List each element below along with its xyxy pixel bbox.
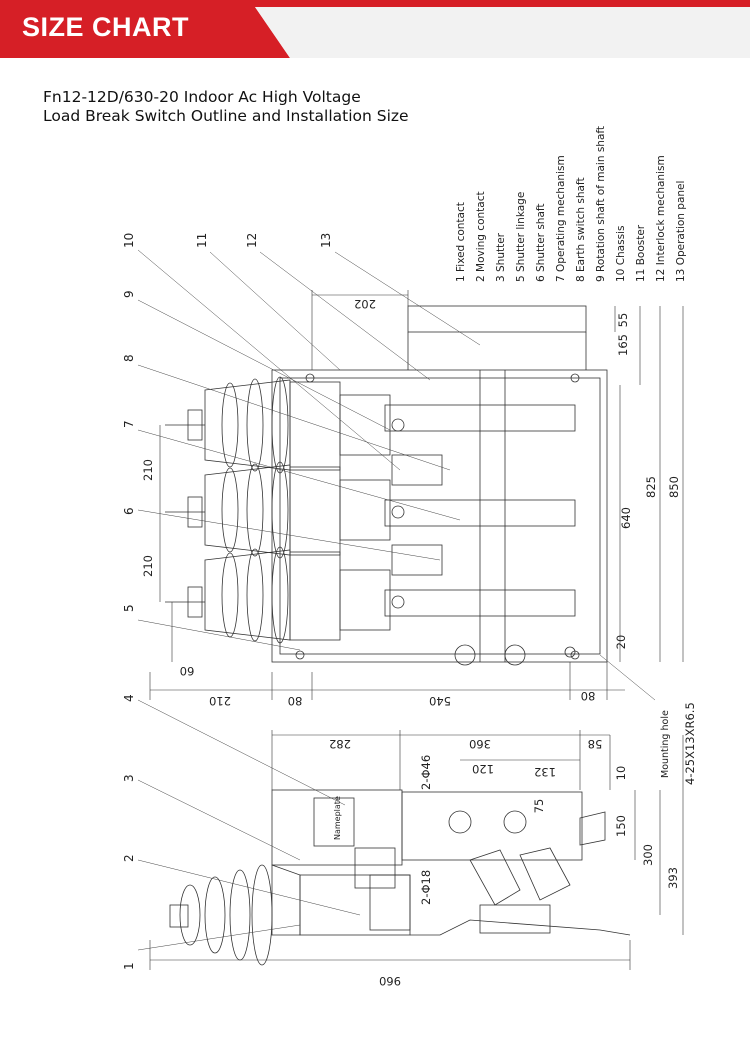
- drawing-title: Fn12-12D/630-20 Indoor Ac High Voltage L…: [43, 88, 409, 126]
- leader-lines: [137, 249, 656, 951]
- part-number-8: 8: [122, 354, 136, 362]
- legend-item-8: 8 Earth switch shaft: [575, 177, 587, 282]
- dim-80-left: 80: [288, 694, 303, 708]
- legend-item-10: 10 Chassis: [615, 226, 627, 282]
- legend-item-13: 13 Operation panel: [675, 181, 687, 282]
- dim-360: 360: [469, 737, 491, 751]
- part-number-2: 2: [122, 854, 136, 862]
- dim-960: 960: [379, 974, 401, 988]
- dim-210-lower: 210: [141, 555, 155, 577]
- part-number-5: 5: [122, 604, 136, 612]
- dim-300: 300: [641, 844, 655, 866]
- chassis-frame: [271, 369, 608, 663]
- dim-825: 825: [644, 476, 658, 498]
- legend-item-1: 1 Fixed contact: [455, 202, 467, 282]
- label-phi18: 2-Φ18: [419, 870, 433, 905]
- part-number-11: 11: [195, 233, 209, 248]
- label-phi46: 2-Φ46: [419, 755, 433, 790]
- drawing-title-line1: Fn12-12D/630-20 Indoor Ac High Voltage: [43, 88, 361, 106]
- dim-165: 165: [616, 334, 630, 356]
- legend-item-5: 5 Shutter linkage: [515, 192, 527, 282]
- size-chart-title: SIZE CHART: [22, 12, 189, 42]
- dim-120: 120: [472, 762, 494, 776]
- dim-850: 850: [667, 476, 681, 498]
- legend-item-9: 9 Rotation shaft of main shaft: [595, 126, 607, 282]
- part-number-6: 6: [122, 507, 136, 515]
- header-banner: SIZE CHART: [0, 0, 750, 58]
- dim-60: 60: [180, 664, 195, 678]
- phase-b: [165, 454, 576, 559]
- legend-item-6: 6 Shutter shaft: [535, 203, 547, 282]
- legend-item-12: 12 Interlock mechanism: [655, 155, 667, 282]
- dim-20: 20: [614, 635, 628, 650]
- dim-210-upper: 210: [141, 459, 155, 481]
- part-number-4: 4: [122, 694, 136, 702]
- part-number-12: 12: [245, 233, 259, 248]
- legend-item-11: 11 Booster: [635, 224, 647, 282]
- dim-75: 75: [532, 799, 546, 814]
- part-number-1: 1: [122, 962, 136, 970]
- dim-540: 540: [429, 694, 451, 708]
- dim-58: 58: [588, 737, 603, 751]
- dim-55: 55: [616, 313, 630, 328]
- legend-item-2: 2 Moving contact: [475, 191, 487, 282]
- label-slot-size: 4-25X13XR6.5: [683, 702, 697, 785]
- side-view: [169, 789, 631, 966]
- part-number-7: 7: [122, 420, 136, 428]
- dim-202: 202: [354, 297, 376, 311]
- part-number-10: 10: [122, 233, 136, 248]
- legend-item-7: 7 Operating mechanism: [555, 155, 567, 282]
- label-nameplate: Nameplate: [333, 796, 342, 840]
- dim-282: 282: [329, 737, 351, 751]
- dim-132: 132: [534, 765, 556, 779]
- phase-a: [165, 376, 576, 474]
- part-number-9: 9: [122, 290, 136, 298]
- dim-150: 150: [614, 815, 628, 837]
- label-mounting-hole: Mounting hole: [660, 710, 671, 778]
- dim-80-right: 80: [581, 689, 596, 703]
- part-number-13: 13: [319, 233, 333, 248]
- drawing-title-line2: Load Break Switch Outline and Installati…: [43, 107, 409, 125]
- operation-panel: [407, 305, 587, 333]
- phase-c: [165, 544, 576, 644]
- dim-210-bottom: 210: [209, 694, 231, 708]
- dim-10: 10: [614, 766, 628, 781]
- banner-shape: [0, 0, 750, 58]
- part-number-3: 3: [122, 774, 136, 782]
- dim-640: 640: [619, 507, 633, 529]
- dim-393: 393: [666, 867, 680, 889]
- legend-item-3: 3 Shutter: [495, 232, 507, 282]
